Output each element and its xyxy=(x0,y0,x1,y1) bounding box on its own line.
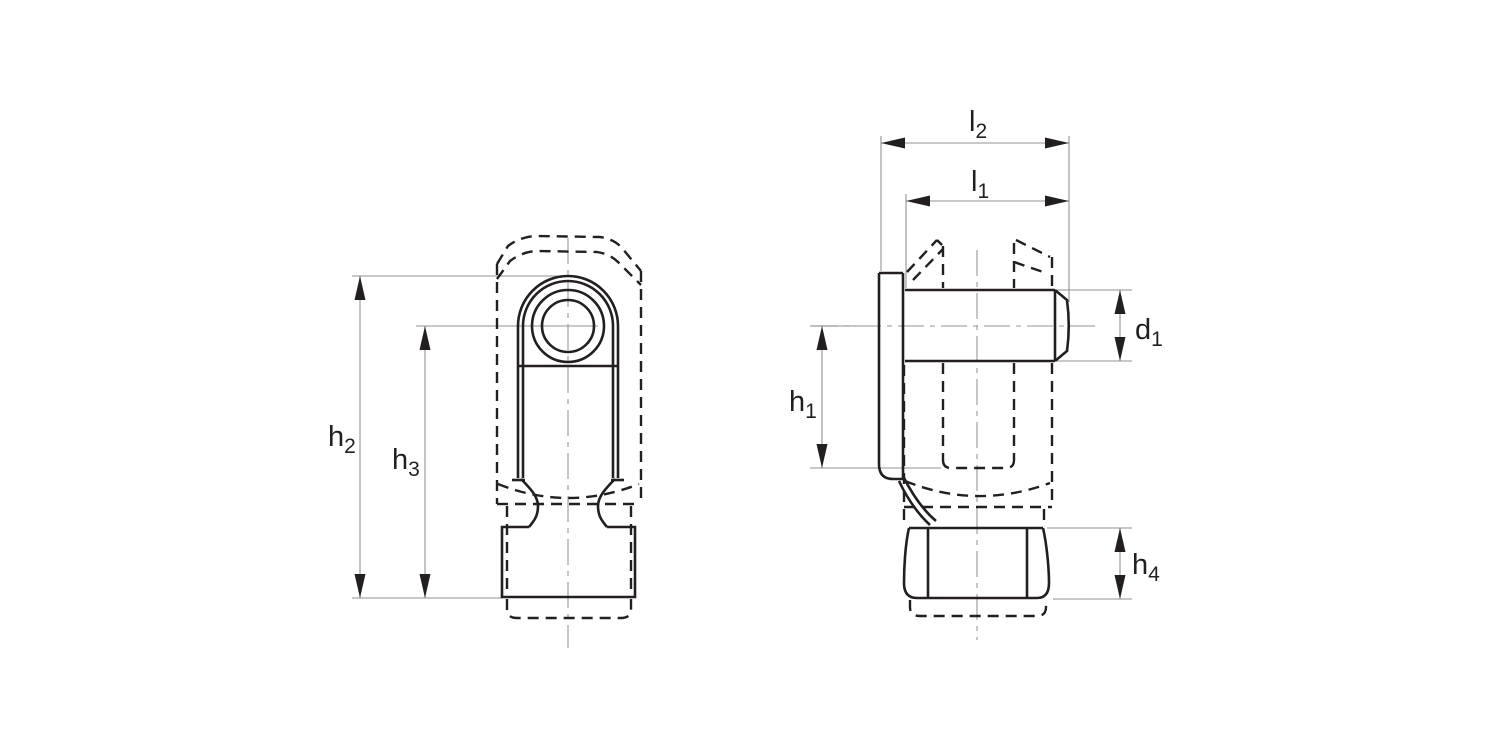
dimension-label-d1: d1 xyxy=(1135,314,1163,351)
side-view: l2 l1 d1 h1 h4 xyxy=(789,106,1163,640)
nut-bottom-cap-dashed xyxy=(908,600,1048,618)
h1-arrow-up xyxy=(816,326,828,350)
phantom-bottom-arc xyxy=(497,482,640,500)
dome-outer-dashed xyxy=(495,234,642,272)
dimension-label-h3: h3 xyxy=(392,444,420,481)
l2-arrow-left xyxy=(881,137,905,149)
d1-arrow-up xyxy=(1114,290,1126,314)
neck-fillet-right xyxy=(596,478,616,528)
dimension-label-h1: h1 xyxy=(789,386,817,423)
front-view-phantom-outline xyxy=(495,234,643,620)
left-prong-slant-2 xyxy=(912,248,944,281)
clip-head-left xyxy=(877,273,903,481)
bore-circle xyxy=(540,298,596,354)
front-view-extension-lines xyxy=(352,275,598,599)
right-prong-slant-2 xyxy=(1013,260,1047,275)
eye-inner-arc xyxy=(521,279,615,327)
dimension-label-l1: l1 xyxy=(971,166,989,203)
thread-block-outline xyxy=(500,525,637,599)
slot-bottom xyxy=(941,459,1016,470)
h3-arrow-up xyxy=(419,326,431,350)
clip-tail-inner xyxy=(901,475,937,522)
side-view-solid-outline xyxy=(877,271,1071,600)
dimension-label-h4: h4 xyxy=(1132,549,1160,586)
clip-tail-outer xyxy=(897,480,931,526)
left-prong-slant-1 xyxy=(906,239,938,273)
body-bottom-arc xyxy=(904,479,1051,498)
nut-left-side xyxy=(902,527,918,600)
front-view-arrowheads xyxy=(354,276,431,598)
phantom-bottom-cap xyxy=(505,599,633,620)
h4-arrow-down xyxy=(1114,575,1126,599)
h4-arrow-up xyxy=(1114,528,1126,552)
eye-outer-arc xyxy=(516,274,620,327)
side-view-centerlines xyxy=(812,250,1095,640)
l1-arrow-right xyxy=(1045,195,1069,207)
pin-chamfer xyxy=(1054,289,1071,362)
nut-right-side xyxy=(1036,527,1051,600)
h3-arrow-down xyxy=(419,574,431,598)
h1-arrow-down xyxy=(816,444,828,468)
right-prong-slant-1 xyxy=(1015,238,1051,259)
left-prong-tip xyxy=(936,239,943,246)
l1-arrow-left xyxy=(906,195,930,207)
side-view-arrowheads xyxy=(816,137,1126,599)
d1-arrow-down xyxy=(1114,337,1126,361)
front-view: h2 h3 xyxy=(328,234,643,648)
dimension-label-h2: h2 xyxy=(328,421,356,458)
dimension-label-l2: l2 xyxy=(969,106,987,143)
side-view-extension-lines xyxy=(810,136,1132,600)
dome-inner-dashed xyxy=(496,249,642,286)
side-view-dashed-outline xyxy=(902,238,1054,618)
l2-arrow-right xyxy=(1045,137,1069,149)
h2-arrow-up xyxy=(354,276,366,300)
h2-arrow-down xyxy=(354,574,366,598)
neck-fillet-left xyxy=(520,478,540,528)
bearing-ring-circle xyxy=(530,288,606,364)
front-view-solid-outline xyxy=(500,274,637,599)
